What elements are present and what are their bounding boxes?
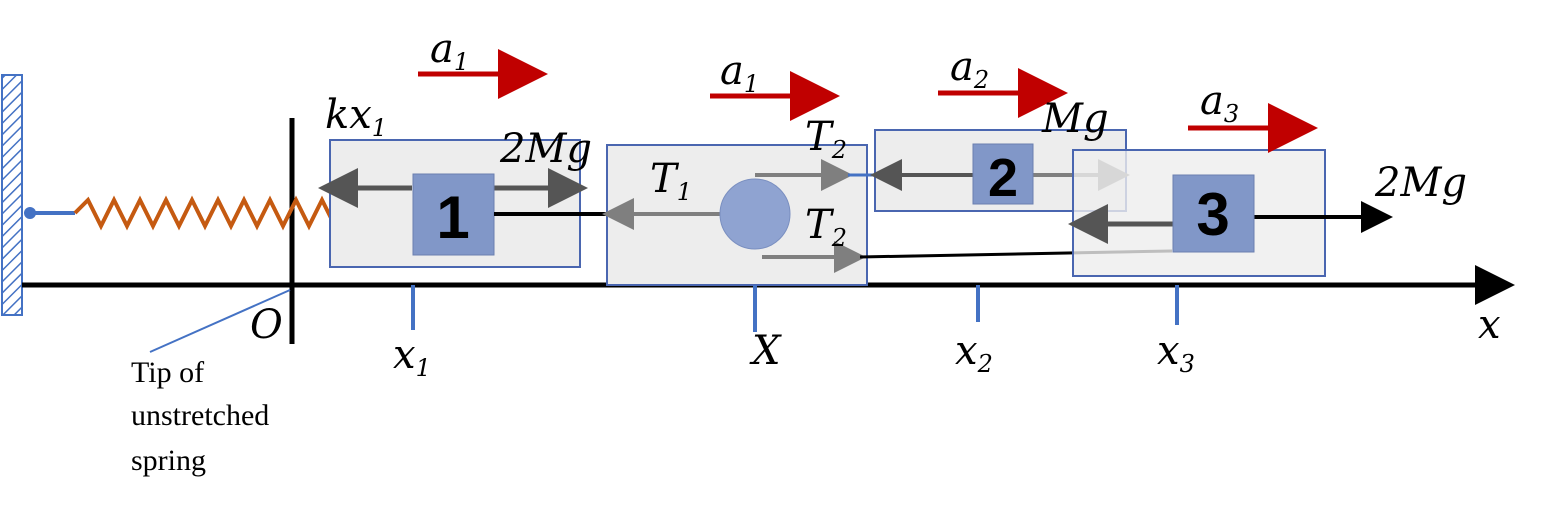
label-a1-mid: a1	[720, 48, 759, 98]
note-pointer	[149, 289, 291, 353]
wall	[1, 74, 23, 316]
note-line3: spring	[131, 444, 206, 477]
label-kx1: kx1	[325, 92, 387, 142]
label-pos-x3: x3	[1157, 328, 1195, 378]
label-mg: Mg	[1041, 96, 1109, 142]
block2	[972, 143, 1034, 205]
label-2mg-block1: 2Mg	[499, 126, 592, 172]
label-a1-left: a1	[430, 26, 469, 76]
block3	[1172, 174, 1255, 253]
note-line2: unstretched	[131, 399, 269, 432]
label-t2-bottom: T2	[805, 202, 847, 252]
label-x-axis: x	[1478, 302, 1501, 348]
label-a3: a3	[1200, 78, 1239, 128]
label-a2: a2	[950, 44, 989, 94]
pulley	[719, 178, 791, 250]
label-pos-x2: x2	[955, 328, 993, 378]
label-pos-X: X	[749, 328, 782, 374]
label-t1: T1	[650, 156, 692, 206]
block2-label: 2	[988, 148, 1018, 208]
block1	[412, 173, 495, 256]
label-origin: O	[250, 302, 283, 348]
label-2mg-block3: 2Mg	[1374, 160, 1467, 206]
spring	[73, 195, 357, 231]
label-pos-x1: x1	[393, 332, 431, 382]
label-t2-top: T2	[805, 114, 847, 164]
note-line1: Tip of	[131, 356, 204, 389]
block3-label: 3	[1196, 181, 1229, 248]
block1-label: 1	[436, 184, 469, 251]
